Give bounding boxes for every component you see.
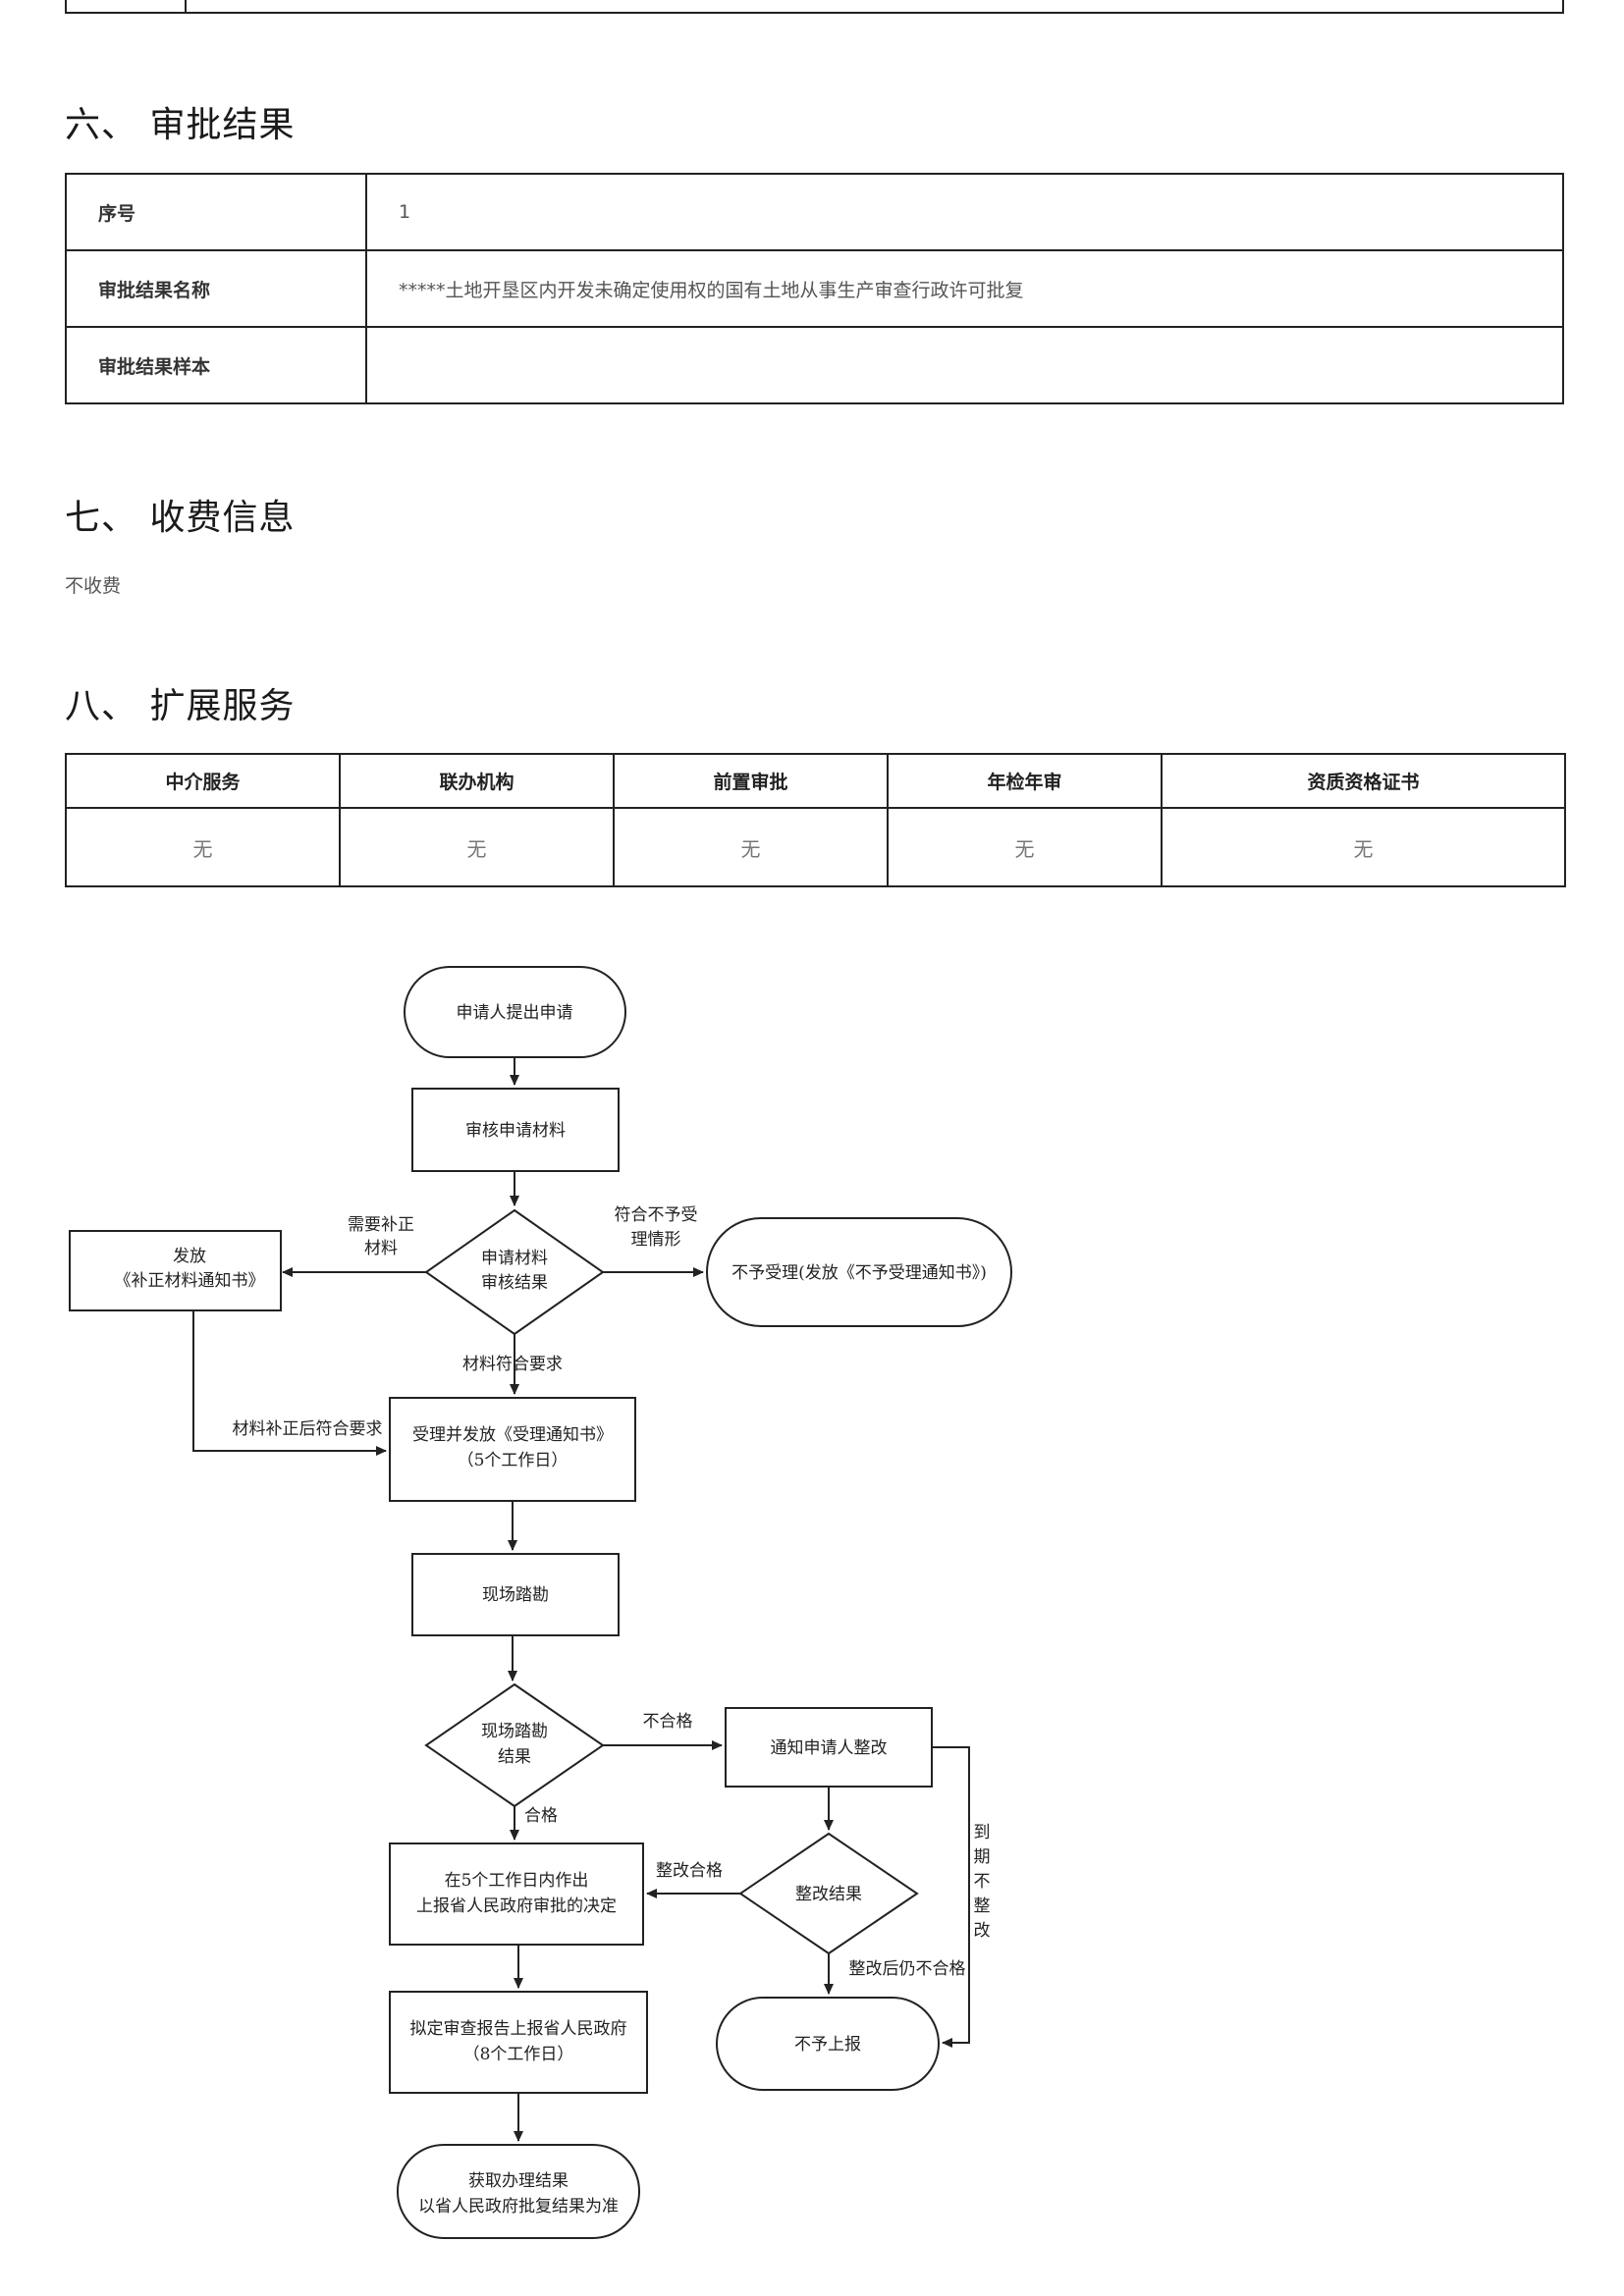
extended-services-table: 中介服务 联办机构 前置审批 年检年审 资质资格证书 无 无 无 无 无 xyxy=(65,753,1566,887)
table-cell: 无 xyxy=(65,807,341,887)
no-report-node xyxy=(716,1997,940,2091)
flow-decision1-label: 审核结果 xyxy=(481,1273,548,1293)
table-cell: 无 xyxy=(1161,807,1566,887)
flow-decision2-label: 现场踏勘 xyxy=(481,1722,548,1741)
flow-survey-label: 现场踏勘 xyxy=(482,1585,549,1605)
flow-fix-pass-label: 整改合格 xyxy=(656,1861,723,1881)
flow-expire-label: 期 xyxy=(974,1847,991,1867)
row-value: 1 xyxy=(365,173,1564,251)
flow-end-label: 以省人民政府批复结果为准 xyxy=(418,2197,619,2216)
decide-node xyxy=(389,1842,644,1946)
flow-fail-label: 不合格 xyxy=(643,1712,693,1732)
table-row: 序号 1 xyxy=(65,173,1564,251)
flow-pass-label: 合格 xyxy=(524,1806,558,1826)
issue-notice-node xyxy=(69,1230,282,1311)
flow-start-label: 申请人提出申请 xyxy=(457,1003,573,1023)
survey-node xyxy=(411,1553,620,1636)
flow-issue-label: 《补正材料通知书》 xyxy=(115,1271,265,1291)
row-value xyxy=(365,326,1564,404)
previous-table-divider xyxy=(185,0,187,12)
table-cell: 无 xyxy=(613,807,889,887)
flow-review-label: 审核申请材料 xyxy=(465,1121,566,1141)
flow-accept-label: 受理并发放《受理通知书》 xyxy=(412,1425,613,1445)
flow-fixed-label: 材料补正后符合要求 xyxy=(233,1419,383,1439)
table-cell: 无 xyxy=(339,807,615,887)
flow-decision2-label: 结果 xyxy=(498,1747,531,1767)
table-row: 审批结果名称 *****土地开垦区内开发未确定使用权的国有土地从事生产审查行政许… xyxy=(65,249,1564,328)
flow-expire-label: 到 xyxy=(974,1823,991,1842)
row-value: *****土地开垦区内开发未确定使用权的国有土地从事生产审查行政许可批复 xyxy=(365,249,1564,328)
decision-node-survey xyxy=(424,1682,605,1808)
decision-node-material xyxy=(424,1208,605,1336)
table-row: 审批结果样本 xyxy=(65,326,1564,404)
approval-result-table: 序号 1 审批结果名称 *****土地开垦区内开发未确定使用权的国有土地从事生产… xyxy=(65,173,1564,404)
flow-draft-label: （8个工作日） xyxy=(463,2045,574,2064)
column-header: 资质资格证书 xyxy=(1161,753,1566,809)
flow-reject-cond-label: 符合不予受 xyxy=(615,1205,698,1225)
fee-text: 不收费 xyxy=(65,575,122,597)
table-header-row: 中介服务 联办机构 前置审批 年检年审 资质资格证书 xyxy=(65,753,1566,809)
accept-node xyxy=(389,1397,636,1502)
flow-decide-label: 在5个工作日内作出 xyxy=(445,1871,589,1891)
flow-reject-cond-label: 理情形 xyxy=(631,1230,681,1250)
column-header: 前置审批 xyxy=(613,753,889,809)
flow-reject-label: 不予受理(发放《不予受理通知书》) xyxy=(731,1263,987,1283)
flow-issue-label: 发放 xyxy=(173,1247,206,1266)
flow-notify-label: 通知申请人整改 xyxy=(771,1738,888,1758)
reject-node xyxy=(706,1217,1012,1327)
row-label: 审批结果样本 xyxy=(65,326,367,404)
flow-decision1-label: 申请材料 xyxy=(481,1249,548,1268)
flow-no-report-label: 不予上报 xyxy=(794,2035,861,2055)
flow-accept-label: （5个工作日） xyxy=(458,1451,568,1470)
flow-expire-label: 不 xyxy=(974,1872,991,1892)
column-header: 联办机构 xyxy=(339,753,615,809)
section-fee-title: 七、 收费信息 xyxy=(65,498,296,538)
flow-need-fix-label: 需要补正 xyxy=(348,1215,414,1235)
draft-report-node xyxy=(389,1991,648,2094)
table-cell: 无 xyxy=(887,807,1163,887)
table-row: 无 无 无 无 无 xyxy=(65,807,1566,887)
previous-table-bottom xyxy=(65,0,1564,14)
flow-decide-label: 上报省人民政府审批的决定 xyxy=(416,1896,617,1916)
column-header: 中介服务 xyxy=(65,753,341,809)
flow-meet-label: 材料符合要求 xyxy=(462,1355,563,1374)
row-label: 序号 xyxy=(65,173,367,251)
flow-expire-label: 整 xyxy=(974,1896,991,1916)
flow-draft-label: 拟定审查报告上报省人民政府 xyxy=(410,2019,627,2039)
section-extended-services-title: 八、 扩展服务 xyxy=(65,686,296,726)
section-approval-result-title: 六、 审批结果 xyxy=(65,105,296,145)
row-label: 审批结果名称 xyxy=(65,249,367,328)
end-node xyxy=(397,2144,640,2239)
column-header: 年检年审 xyxy=(887,753,1163,809)
flow-fix-fail-label: 整改后仍不合格 xyxy=(849,1959,966,1979)
flow-expire-label: 改 xyxy=(974,1921,991,1941)
flow-end-label: 获取办理结果 xyxy=(468,2171,568,2191)
approval-flowchart: 申请人提出申请 审核申请材料 申请材料 审核结果 需要补正 材料 发放 《补正材… xyxy=(69,966,1012,2239)
flow-need-fix-label: 材料 xyxy=(364,1239,398,1258)
flow-decision3-label: 整改结果 xyxy=(795,1885,862,1904)
